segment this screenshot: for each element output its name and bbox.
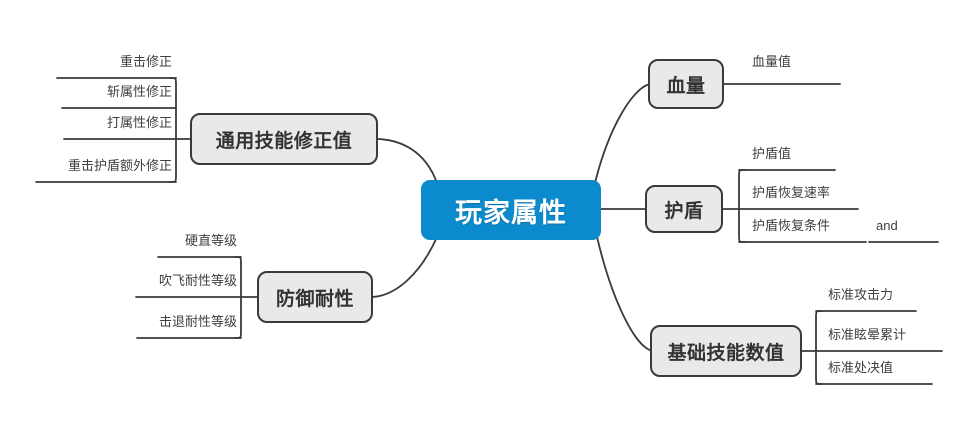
leaf-defense-1[interactable]: 硬直等级 bbox=[60, 233, 237, 248]
edge-root-to-general-skill-modifiers bbox=[377, 138, 438, 184]
branch-label-general-skill-modifiers: 通用技能修正值 bbox=[215, 130, 353, 152]
leaf-basic-3[interactable]: 标准处决值 bbox=[828, 360, 972, 375]
edge-basic-spine bbox=[815, 310, 823, 385]
edge-root-to-health bbox=[594, 83, 651, 184]
leaf-label: 吹飞耐性等级 bbox=[158, 273, 237, 288]
branch-label-health: 血量 bbox=[666, 75, 706, 97]
edge-shield-spine bbox=[738, 169, 746, 243]
leaf-label: 重击护盾额外修正 bbox=[67, 158, 172, 173]
branch-label-defense-resistance: 防御耐性 bbox=[275, 288, 354, 310]
leaf-general-3[interactable]: 打属性修正 bbox=[0, 115, 172, 130]
branch-label-shield: 护盾 bbox=[664, 200, 704, 222]
leaf-label: 打属性修正 bbox=[106, 115, 172, 130]
root-node[interactable]: 玩家属性 bbox=[421, 180, 601, 240]
leaf-label: 标准处决值 bbox=[828, 360, 894, 375]
branch-node-shield[interactable]: 护盾 bbox=[645, 185, 723, 233]
leaf-label: 标准眩晕累计 bbox=[828, 327, 907, 342]
leaf-shield-3[interactable]: 护盾恢复条件 bbox=[752, 218, 932, 233]
leaf-shield-and-label[interactable]: and bbox=[876, 218, 898, 233]
root-node-label: 玩家属性 bbox=[455, 197, 567, 228]
edge-root-to-basic-skill-values bbox=[596, 236, 654, 352]
leaf-basic-2[interactable]: 标准眩晕累计 bbox=[828, 327, 972, 342]
leaf-general-2[interactable]: 斩属性修正 bbox=[0, 84, 172, 99]
leaf-label: 血量值 bbox=[752, 54, 792, 69]
leaf-health-1[interactable]: 血量值 bbox=[752, 54, 922, 69]
branch-label-basic-skill-values: 基础技能数值 bbox=[667, 342, 785, 364]
branch-node-general-skill-modifiers[interactable]: 通用技能修正值 bbox=[190, 113, 378, 165]
leaf-general-4[interactable]: 重击护盾额外修正 bbox=[0, 158, 172, 173]
leaf-label: 击退耐性等级 bbox=[158, 314, 237, 329]
leaf-basic-1[interactable]: 标准攻击力 bbox=[828, 287, 972, 302]
leaf-defense-2[interactable]: 吹飞耐性等级 bbox=[60, 273, 237, 288]
branch-node-basic-skill-values[interactable]: 基础技能数值 bbox=[650, 325, 802, 377]
leaf-label: 标准攻击力 bbox=[828, 287, 894, 302]
leaf-label: 护盾值 bbox=[752, 146, 792, 161]
leaf-label: 斩属性修正 bbox=[106, 84, 172, 99]
leaf-defense-3[interactable]: 击退耐性等级 bbox=[60, 314, 237, 329]
leaf-shield-1[interactable]: 护盾值 bbox=[752, 146, 932, 161]
leaf-label: 硬直等级 bbox=[184, 233, 237, 248]
leaf-general-1[interactable]: 重击修正 bbox=[0, 54, 172, 69]
leaf-shield-2[interactable]: 护盾恢复速率 bbox=[752, 185, 932, 200]
edge-root-to-defense-resistance bbox=[371, 236, 438, 298]
branch-node-health[interactable]: 血量 bbox=[648, 59, 724, 109]
leaf-label: 重击修正 bbox=[119, 54, 172, 69]
branch-node-defense-resistance[interactable]: 防御耐性 bbox=[257, 271, 373, 323]
leaf-label: 护盾恢复速率 bbox=[752, 185, 831, 200]
leaf-label: 护盾恢复条件 bbox=[752, 218, 831, 233]
